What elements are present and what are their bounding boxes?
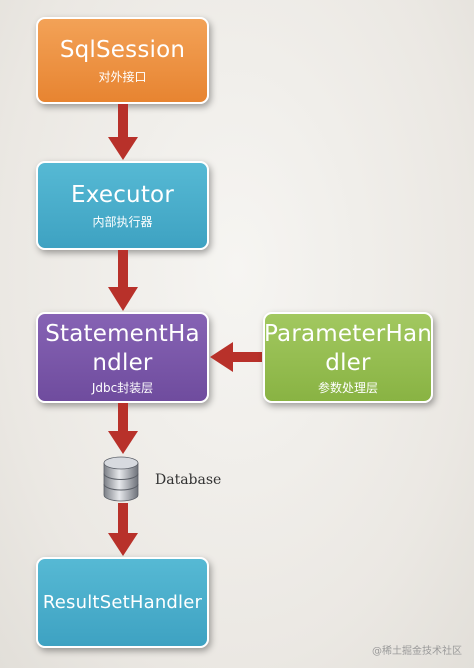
sqlsession-box: SqlSession 对外接口 — [36, 17, 209, 104]
parameterhandler-title-line2: dler — [325, 349, 371, 376]
resultsethandler-title: ResultSetHandler — [42, 592, 203, 613]
statementhandler-box: StatementHa ndler Jdbc封装层 — [36, 312, 209, 403]
parameterhandler-box: ParameterHan dler 参数处理层 — [263, 312, 433, 403]
parameterhandler-subtitle: 参数处理层 — [317, 380, 378, 395]
database-icon — [103, 456, 139, 502]
executor-box: Executor 内部执行器 — [36, 161, 209, 250]
sqlsession-title: SqlSession — [59, 37, 186, 63]
watermark-text: @稀土掘金技术社区 — [372, 646, 462, 657]
arrow-parameterhandler-to-statementhandler — [210, 342, 262, 372]
database-label: Database — [155, 472, 222, 488]
arrow-executor-to-statementhandler — [108, 250, 138, 311]
executor-subtitle: 内部执行器 — [92, 215, 153, 229]
arrow-database-to-resultsethandler — [108, 503, 138, 556]
statementhandler-title-line2: ndler — [92, 349, 153, 376]
parameterhandler-title-line1: ParameterHan — [263, 320, 433, 347]
statementhandler-subtitle: Jdbc封装层 — [91, 380, 154, 395]
arrow-statementhandler-to-database — [108, 403, 138, 454]
executor-title: Executor — [71, 182, 174, 208]
arrow-sqlsession-to-executor — [108, 104, 138, 160]
statementhandler-title-line1: StatementHa — [45, 320, 200, 347]
sqlsession-subtitle: 对外接口 — [98, 70, 147, 84]
resultsethandler-box: ResultSetHandler — [36, 557, 209, 648]
